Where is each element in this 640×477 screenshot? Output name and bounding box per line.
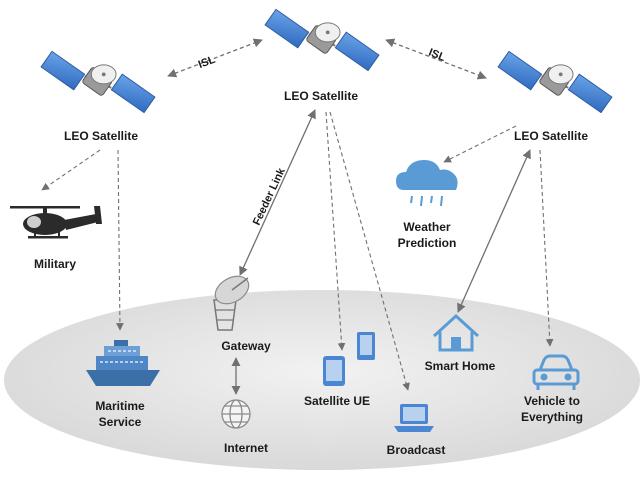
feeder-link-arrow [239,109,316,276]
link-left-to-military [41,149,101,191]
link-right-to-vehicle [539,149,554,347]
satellite-center-label: LEO Satellite [283,89,359,103]
satellite-ue-label: Satellite UE [303,394,371,408]
link-left-to-maritime [116,149,124,331]
isl-right-arrow [385,38,487,80]
ship-icon [86,340,160,386]
satellite-right-icon [497,50,613,114]
weather-label: Weather Prediction [397,220,457,250]
smart-home-icon [432,313,480,352]
helicopter-icon [10,206,102,239]
vehicle-icon [532,354,580,390]
gateway-dish-icon [213,275,250,331]
satellite-ue-phone-icon [323,332,375,386]
link-center-to-ue-top [325,111,346,351]
satellite-left-icon [40,50,156,114]
gateway-label: Gateway [221,339,271,353]
link-right-to-smarthome [457,149,531,313]
broadcast-laptop-icon [394,404,434,432]
broadcast-label: Broadcast [386,443,446,457]
internet-globe-icon [221,399,251,429]
ground-region [4,290,640,470]
isl-left-label: ISL [197,54,218,71]
weather-cloud-icon [396,160,458,207]
smart-home-label: Smart Home [424,359,496,373]
isl-right-label: ISL [427,47,448,65]
satellite-left-label: LEO Satellite [63,129,139,143]
feeder-link-label: Feeder Link [251,165,288,227]
satellite-right-label: LEO Satellite [513,129,589,143]
military-label: Military [33,257,76,271]
maritime-label: Maritime Service [95,399,145,429]
v2x-label: Vehicle to Everything [520,394,583,424]
isl-left-arrow [167,38,263,78]
satellite-center-icon [264,8,380,72]
link-center-to-broadcast [329,111,410,391]
internet-label: Internet [223,441,268,455]
